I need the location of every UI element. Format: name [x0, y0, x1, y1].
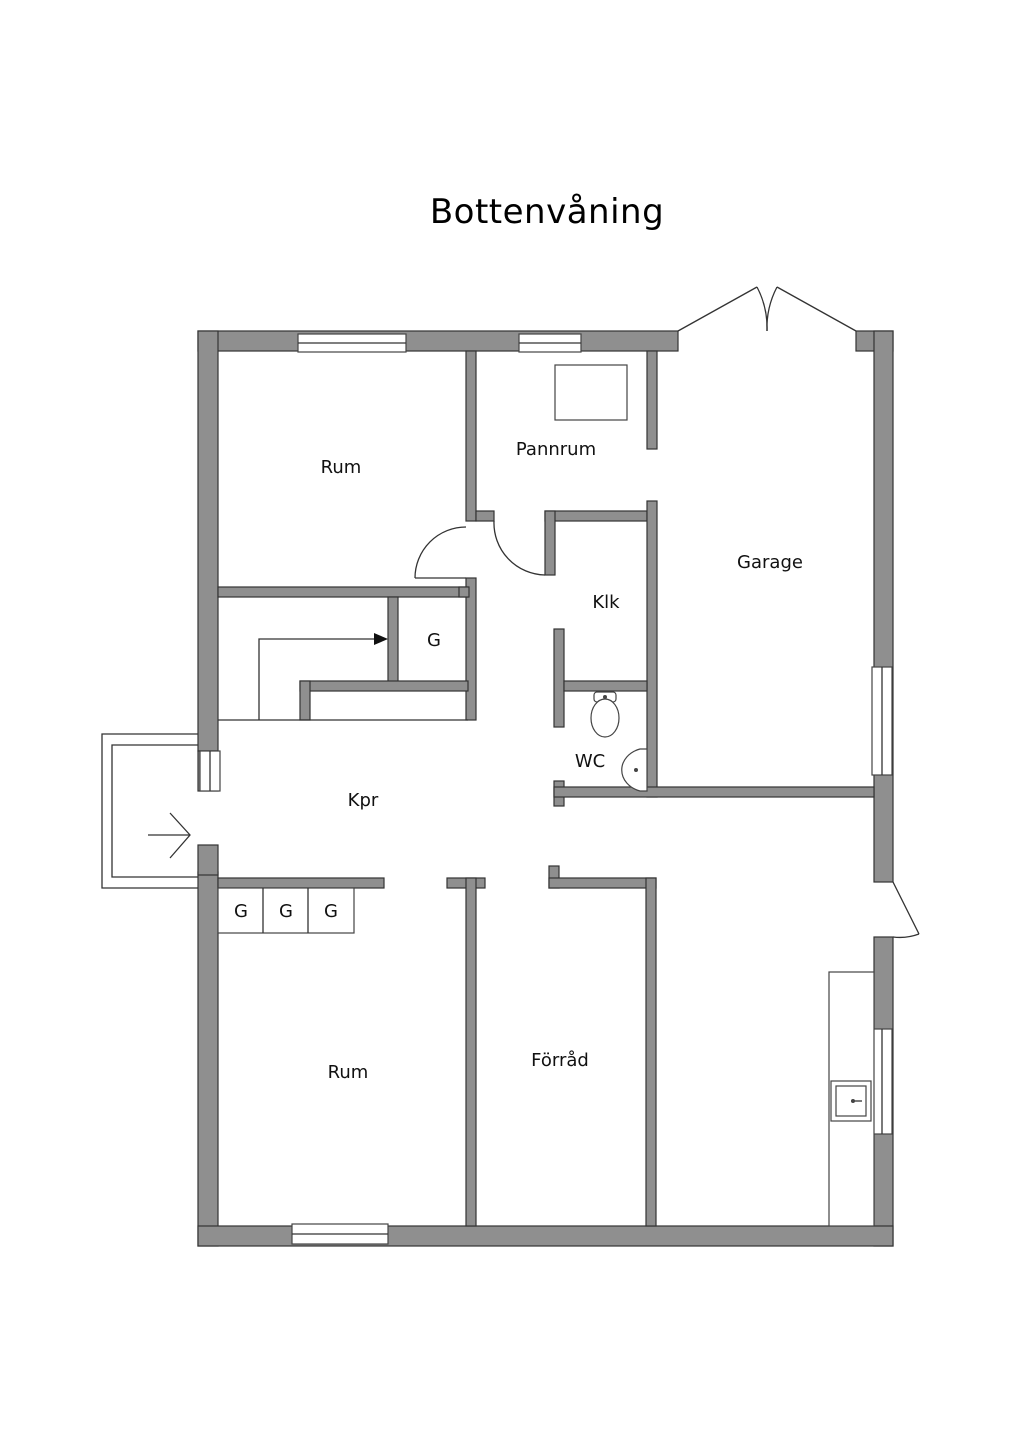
sink-icon [830, 1080, 872, 1122]
windows [199, 333, 893, 1245]
doors [414, 286, 920, 939]
room-label-pannrum: Pannrum [516, 439, 596, 460]
entrance-steps [101, 733, 198, 889]
washbasin-icon [621, 748, 648, 792]
room-label-g1: G [234, 901, 248, 922]
room-label-g-small: G [427, 630, 441, 651]
room-label-rum-lower: Rum [328, 1062, 369, 1083]
toilet-icon [590, 691, 620, 738]
boiler [554, 364, 628, 421]
floor-title: Bottenvåning [429, 192, 665, 232]
room-label-g3: G [324, 901, 338, 922]
room-label-g2: G [279, 901, 293, 922]
room-label-wc: WC [575, 751, 605, 772]
room-label-garage: Garage [737, 552, 803, 573]
interior-walls [217, 350, 875, 1227]
staircase [218, 633, 468, 721]
room-label-kpr: Kpr [348, 790, 379, 811]
wardrobes [217, 887, 355, 934]
room-label-rum-upper: Rum [321, 457, 362, 478]
room-labels: Rum Pannrum Garage Klk G WC Kpr G G G Ru… [234, 439, 803, 1083]
room-label-klk: Klk [592, 592, 620, 613]
fixtures [217, 364, 875, 1227]
room-label-forrad: Förråd [531, 1050, 589, 1071]
